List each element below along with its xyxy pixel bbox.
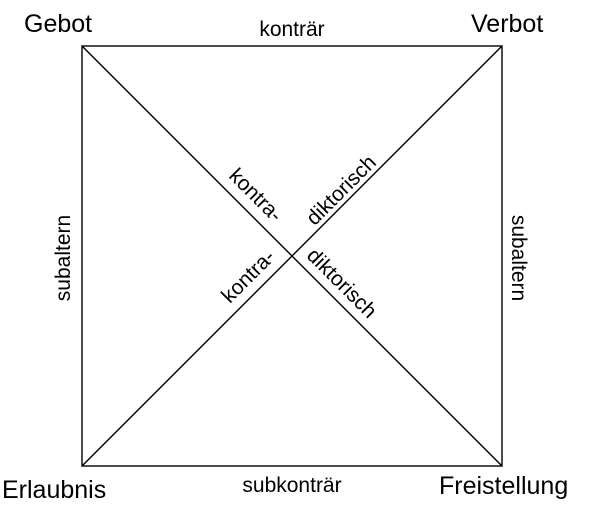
- relation-label-bottom: subkonträr: [242, 474, 341, 497]
- square-frame: [81, 45, 503, 467]
- corner-label-verbot: Verbot: [471, 10, 543, 38]
- corner-label-freistellung: Freistellung: [439, 472, 568, 500]
- diagonal-label-kontra-lower: kontra-: [217, 245, 279, 307]
- diagonal-label-kontra-upper: kontra-: [224, 164, 286, 226]
- diagonal-label-diktorisch-lower: diktorisch: [302, 244, 381, 323]
- corner-label-erlaubnis: Erlaubnis: [2, 476, 106, 504]
- diagonal-top-right-to-bottom-left: [81, 45, 503, 467]
- corner-label-gebot: Gebot: [24, 10, 92, 38]
- relation-label-left: subaltern: [52, 215, 75, 301]
- diagonal-label-diktorisch-upper: diktorisch: [302, 151, 381, 230]
- relation-label-right: subaltern: [507, 215, 530, 301]
- relation-label-top: konträr: [259, 18, 324, 41]
